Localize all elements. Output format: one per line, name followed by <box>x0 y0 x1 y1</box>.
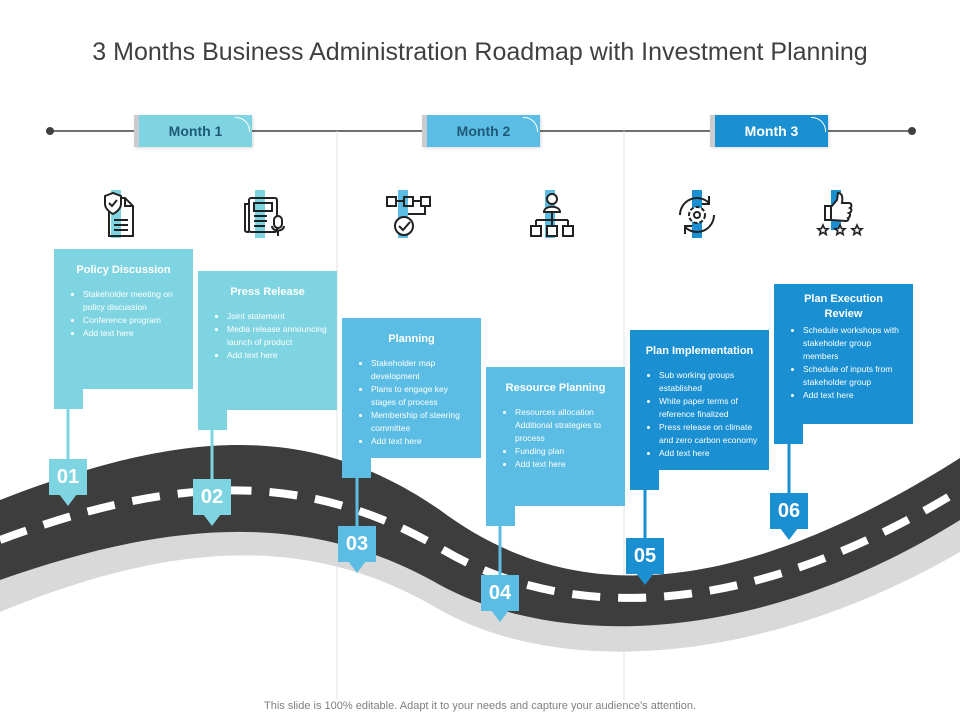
step-bullet: Resources allocation Additional strategi… <box>515 406 617 445</box>
gear-cycle-icon <box>679 190 715 238</box>
step-title: Plan Execution Review <box>804 293 883 320</box>
step-card-2: Press Release Joint statement Media rele… <box>198 271 337 410</box>
step-card-3: Planning Stakeholder map development Pla… <box>342 318 481 458</box>
process-flow-icon <box>386 190 431 238</box>
step-title: Planning <box>388 333 435 345</box>
card-tab <box>486 506 515 526</box>
step-title: Press Release <box>230 286 305 298</box>
footer-note: This slide is 100% editable. Adapt it to… <box>264 700 696 712</box>
step-bullet: Add text here <box>515 458 617 471</box>
step-bullet: Press release on climate and zero carbon… <box>659 421 761 447</box>
step-bullet: Stakeholder map development <box>371 357 473 383</box>
step-title: Plan Implementation <box>645 345 754 357</box>
step-bullets: Resources allocation Additional strategi… <box>494 406 617 471</box>
page-title: 3 Months Business Administration Roadmap… <box>92 38 868 66</box>
step-bullets: Stakeholder map development Plans to eng… <box>350 357 473 448</box>
step-bullet: Schedule workshops with stakeholder grou… <box>803 324 905 363</box>
card-tab <box>774 424 803 444</box>
step-bullet: Plans to engage key stages of process <box>371 383 473 409</box>
step-badge-02: 02 <box>193 479 231 526</box>
step-number: 05 <box>633 544 657 567</box>
step-bullets: Joint statement Media release announcing… <box>206 310 329 362</box>
card-tab <box>630 470 659 490</box>
card-tab <box>342 458 371 478</box>
step-bullet: Funding plan <box>515 445 617 458</box>
step-number: 03 <box>345 532 369 555</box>
timeline-start-dot <box>46 127 54 135</box>
step-number: 06 <box>777 499 801 522</box>
step-card-1: Policy Discussion Stakeholder meeting on… <box>54 249 193 389</box>
timeline-end-dot <box>908 127 916 135</box>
month-label: Month 1 <box>168 123 223 139</box>
step-bullet: Add text here <box>83 327 185 340</box>
road-center-dashes <box>0 486 960 602</box>
step-bullets: Stakeholder meeting on policy discussion… <box>62 288 185 340</box>
step-number: 01 <box>56 465 80 488</box>
step-badge-01: 01 <box>49 459 87 506</box>
step-badge-05: 05 <box>626 538 664 585</box>
month-label: Month 3 <box>744 123 799 139</box>
policy-document-icon <box>104 190 134 238</box>
month-label: Month 2 <box>456 123 511 139</box>
step-bullet: Schedule of inputs from stakeholder grou… <box>803 363 905 389</box>
newspaper-microphone-icon <box>244 190 285 238</box>
step-bullet: Sub working groups established <box>659 369 761 395</box>
step-bullet: Add text here <box>659 447 761 460</box>
step-badge-03: 03 <box>338 526 376 573</box>
step-card-4: Resource Planning Resources allocation A… <box>486 367 625 506</box>
step-badge-04: 04 <box>481 575 519 622</box>
step-bullet: Add text here <box>371 435 473 448</box>
step-bullet: Add text here <box>803 389 905 402</box>
card-tab <box>198 410 227 430</box>
month-2-tab: Month 2 <box>422 115 540 147</box>
month-1-tab: Month 1 <box>134 115 252 147</box>
step-badge-06: 06 <box>770 493 808 540</box>
step-bullet: Add text here <box>227 349 329 362</box>
step-bullets: Sub working groups established White pap… <box>638 369 761 460</box>
step-bullet: Joint statement <box>227 310 329 323</box>
thumbs-up-stars-icon <box>815 190 865 237</box>
step-bullet: Media release announcing launch of produ… <box>227 323 329 349</box>
organization-chart-icon <box>530 190 574 238</box>
month-3-tab: Month 3 <box>710 115 828 147</box>
card-tab <box>54 389 83 409</box>
step-bullet: Membership of steering committee <box>371 409 473 435</box>
step-bullet: Conference program <box>83 314 185 327</box>
step-title: Policy Discussion <box>76 264 171 276</box>
step-card-6: Plan Execution Review Schedule workshops… <box>774 284 913 424</box>
step-title: Resource Planning <box>505 382 606 394</box>
step-bullets: Schedule workshops with stakeholder grou… <box>782 324 905 402</box>
step-number: 02 <box>200 485 224 508</box>
step-bullet: White paper terms of reference finalized <box>659 395 761 421</box>
step-card-5: Plan Implementation Sub working groups e… <box>630 330 769 470</box>
step-number: 04 <box>488 581 512 604</box>
step-bullet: Stakeholder meeting on policy discussion <box>83 288 185 314</box>
